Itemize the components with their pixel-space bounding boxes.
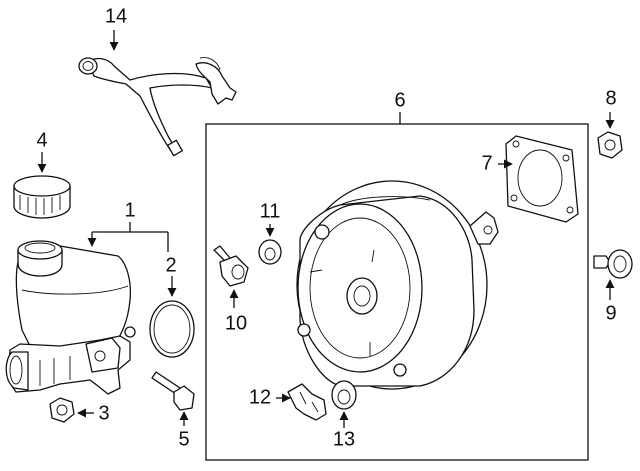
callout-1: 1 — [124, 199, 135, 221]
reservoir-cap-part — [13, 175, 71, 219]
callout-2: 2 — [165, 254, 176, 276]
grommet-part — [258, 239, 282, 265]
brake-booster-part — [296, 180, 499, 390]
callout-13: 13 — [333, 428, 355, 450]
stud-bolt-part — [593, 249, 633, 279]
leader-lines — [37, 30, 615, 428]
callout-12: 12 — [249, 386, 271, 408]
callout-3: 3 — [98, 402, 109, 424]
callout-6: 6 — [394, 89, 405, 111]
gasket-part — [505, 135, 579, 223]
check-valve-part — [213, 245, 249, 287]
callout-11: 11 — [260, 200, 281, 222]
callout-4: 4 — [36, 129, 47, 151]
callout-7: 7 — [481, 152, 492, 174]
callout-5: 5 — [178, 428, 189, 450]
connector-part — [287, 383, 327, 421]
flange-nut-part — [597, 131, 623, 159]
grommet-lower-part — [331, 380, 357, 410]
sensor-part — [151, 371, 195, 411]
callout-9: 9 — [605, 302, 616, 324]
nut-part — [49, 397, 75, 423]
vacuum-hose-part — [78, 57, 237, 157]
booster-assembly-box — [205, 123, 589, 461]
master-cylinder-part — [5, 240, 136, 395]
callout-14: 14 — [105, 5, 127, 27]
o-ring-part — [149, 300, 195, 358]
callout-8: 8 — [605, 87, 616, 109]
callout-10: 10 — [225, 312, 247, 334]
